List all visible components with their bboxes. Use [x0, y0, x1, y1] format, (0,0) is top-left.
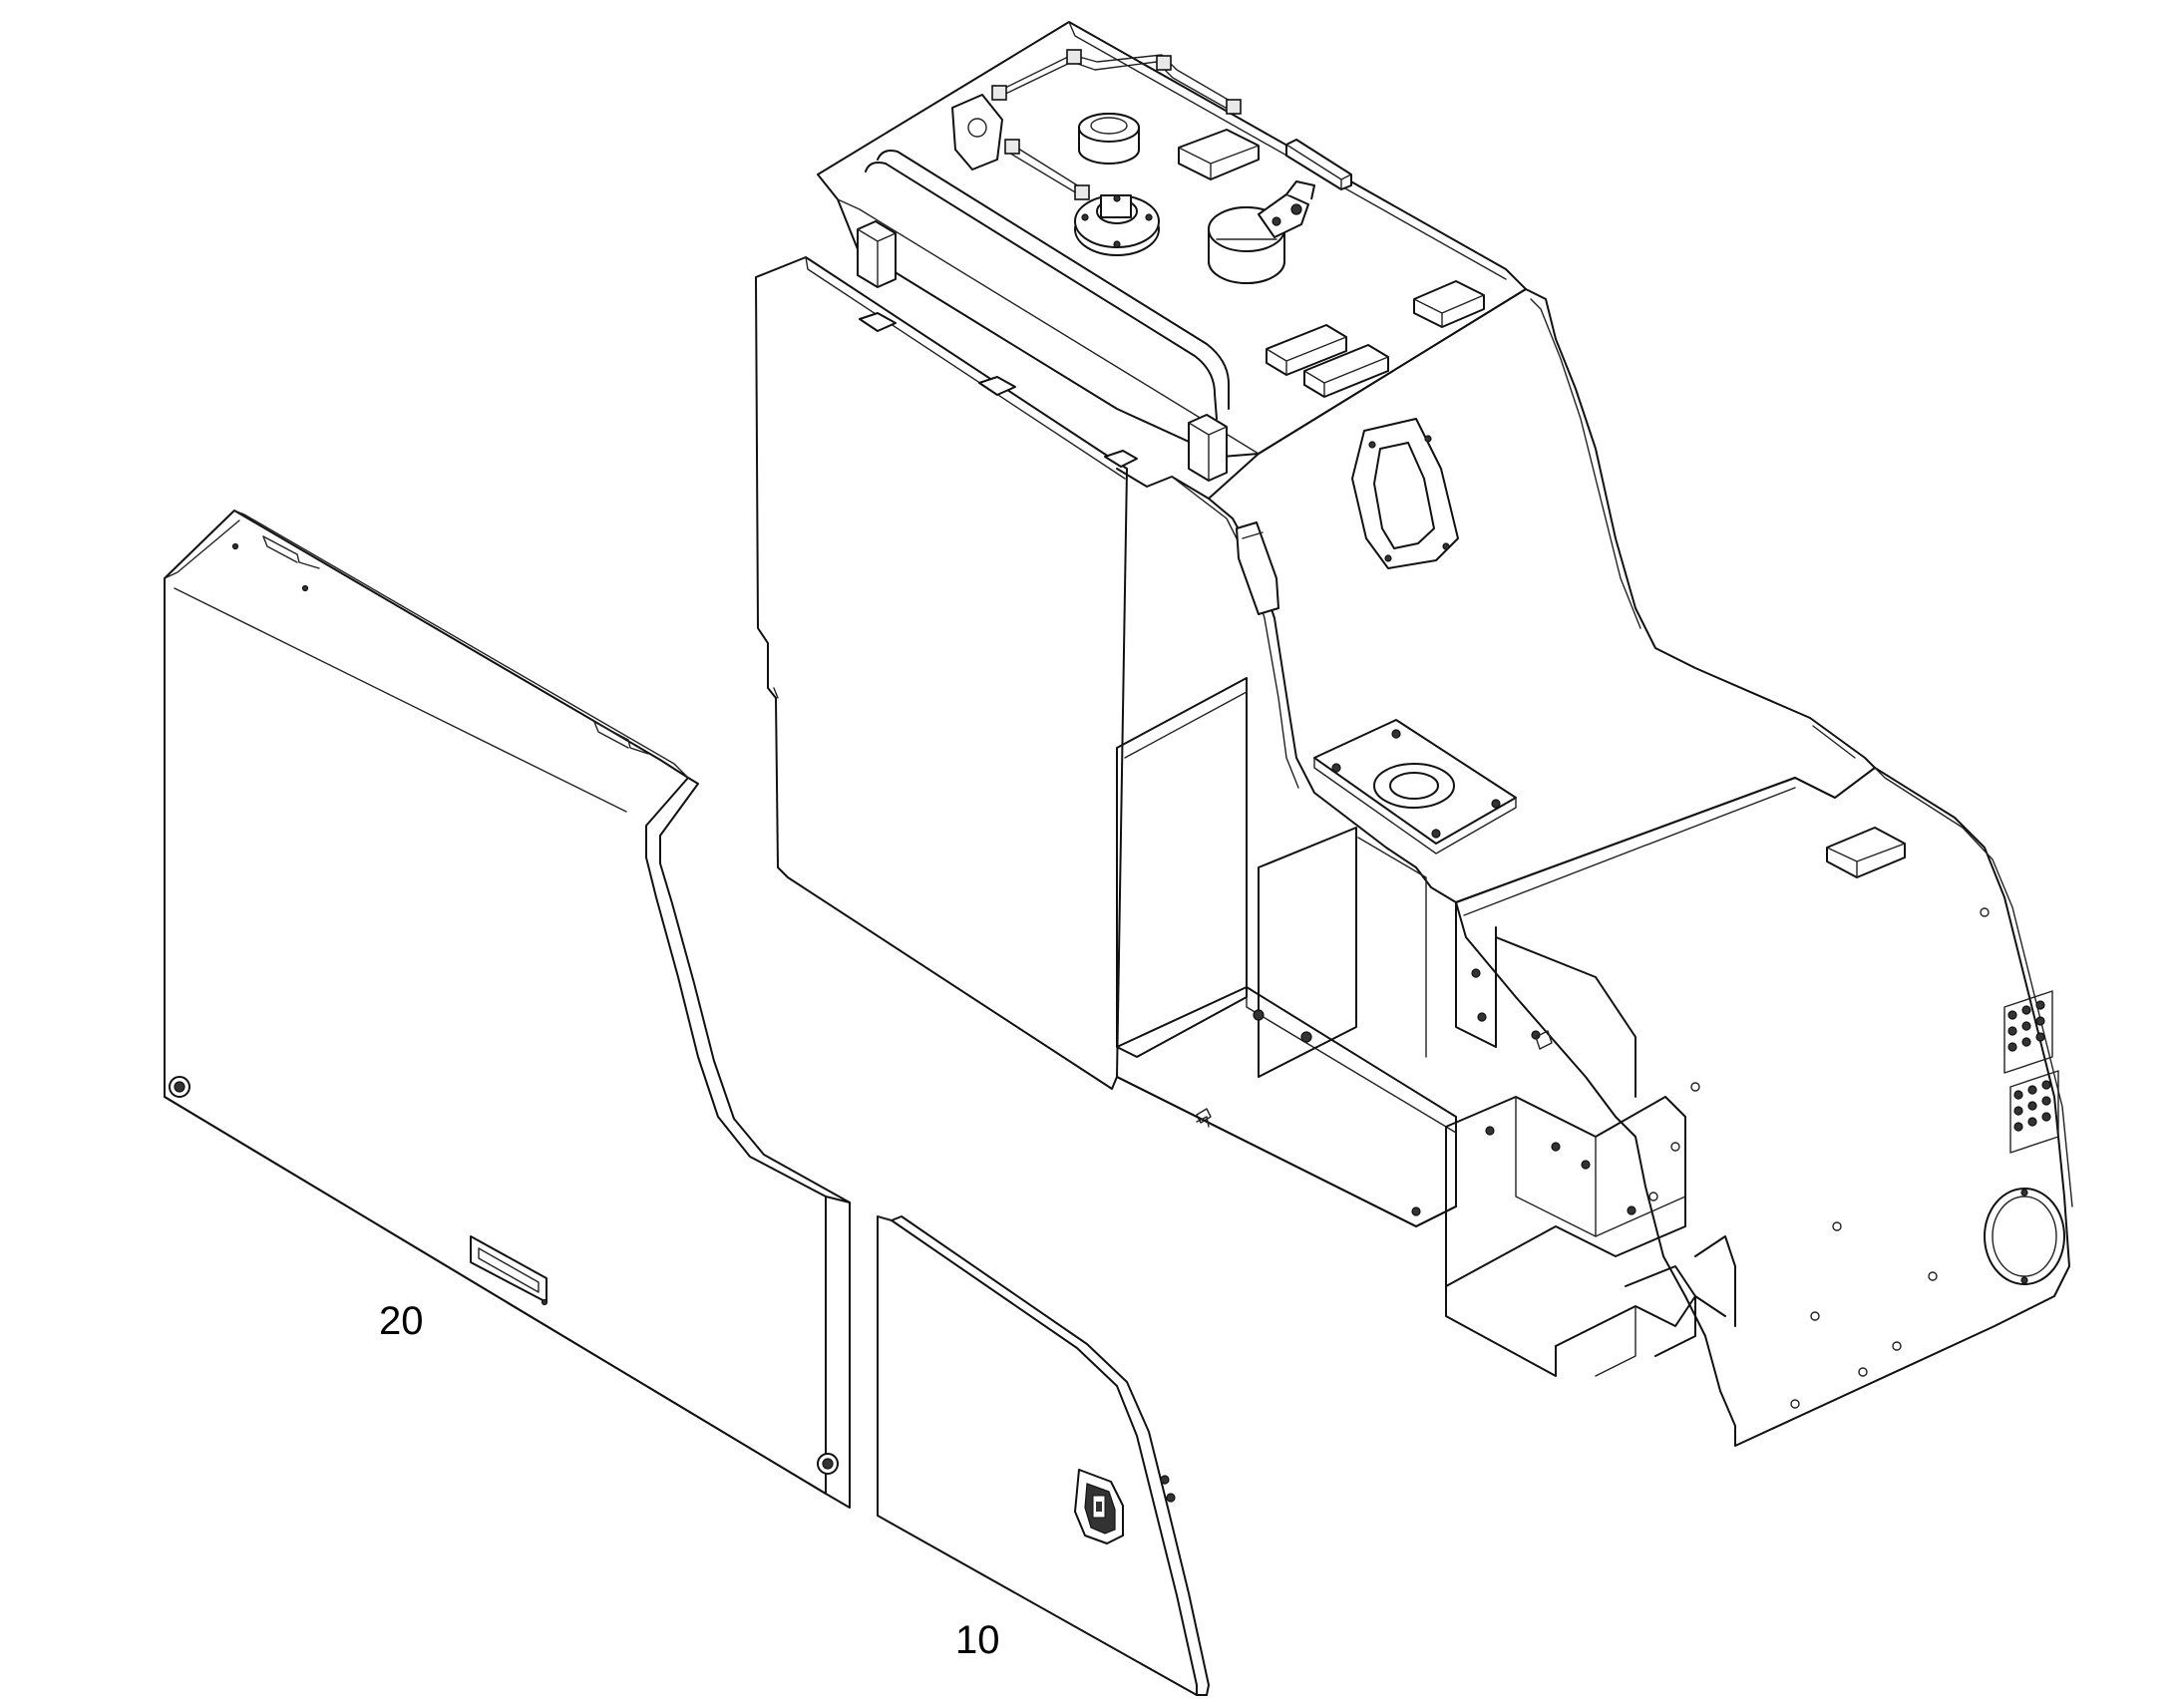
side-cover-panel: [164, 510, 851, 1509]
vent-grille-upper: [2003, 990, 2053, 1074]
corner-bracket-left: [857, 220, 897, 288]
console-assembly: [755, 21, 2073, 1447]
seat-mount: [1313, 719, 1517, 854]
top-block-1: [1178, 129, 1260, 180]
side-cover-panel-face: [164, 510, 827, 1495]
callout-panel-left: 20: [379, 1299, 424, 1343]
pump-unit: [1208, 180, 1315, 284]
side-cover-fastener-left: [169, 1076, 190, 1098]
callout-panel-right: 10: [955, 1618, 1000, 1662]
console-center-column: [1116, 288, 1876, 903]
side-cover-handle-slot: [470, 1235, 548, 1306]
side-cover-fastener-right: [817, 1453, 839, 1475]
hinge-bracket: [951, 94, 1003, 171]
vent-grille-lower: [2009, 1070, 2059, 1154]
access-door-face: [877, 1215, 1198, 1696]
top-block-5: [1303, 344, 1389, 398]
access-door-latch: [1074, 1469, 1124, 1544]
console-top-plate: [817, 21, 1527, 458]
console-left-box: [755, 256, 1128, 1090]
top-block-3: [1413, 280, 1485, 328]
rear-top-block: [1826, 827, 1906, 878]
sender-flange: [1074, 194, 1160, 256]
box-tabs: [859, 312, 1138, 468]
rear-internal-brackets: [1445, 901, 1736, 1377]
round-cover-plate: [1984, 1188, 2065, 1285]
handle-rail: [877, 150, 1230, 410]
rear-box-holes: [1648, 907, 1990, 1409]
column-oval-hatch: [1351, 418, 1459, 569]
top-plate-components: [857, 49, 1485, 482]
column-bracket: [1236, 521, 1279, 615]
corner-bracket-mid: [1188, 414, 1228, 482]
access-door-panel: [877, 1215, 1210, 1696]
filler-cap: [1078, 113, 1140, 165]
console-rear-box: [1455, 767, 2070, 1447]
